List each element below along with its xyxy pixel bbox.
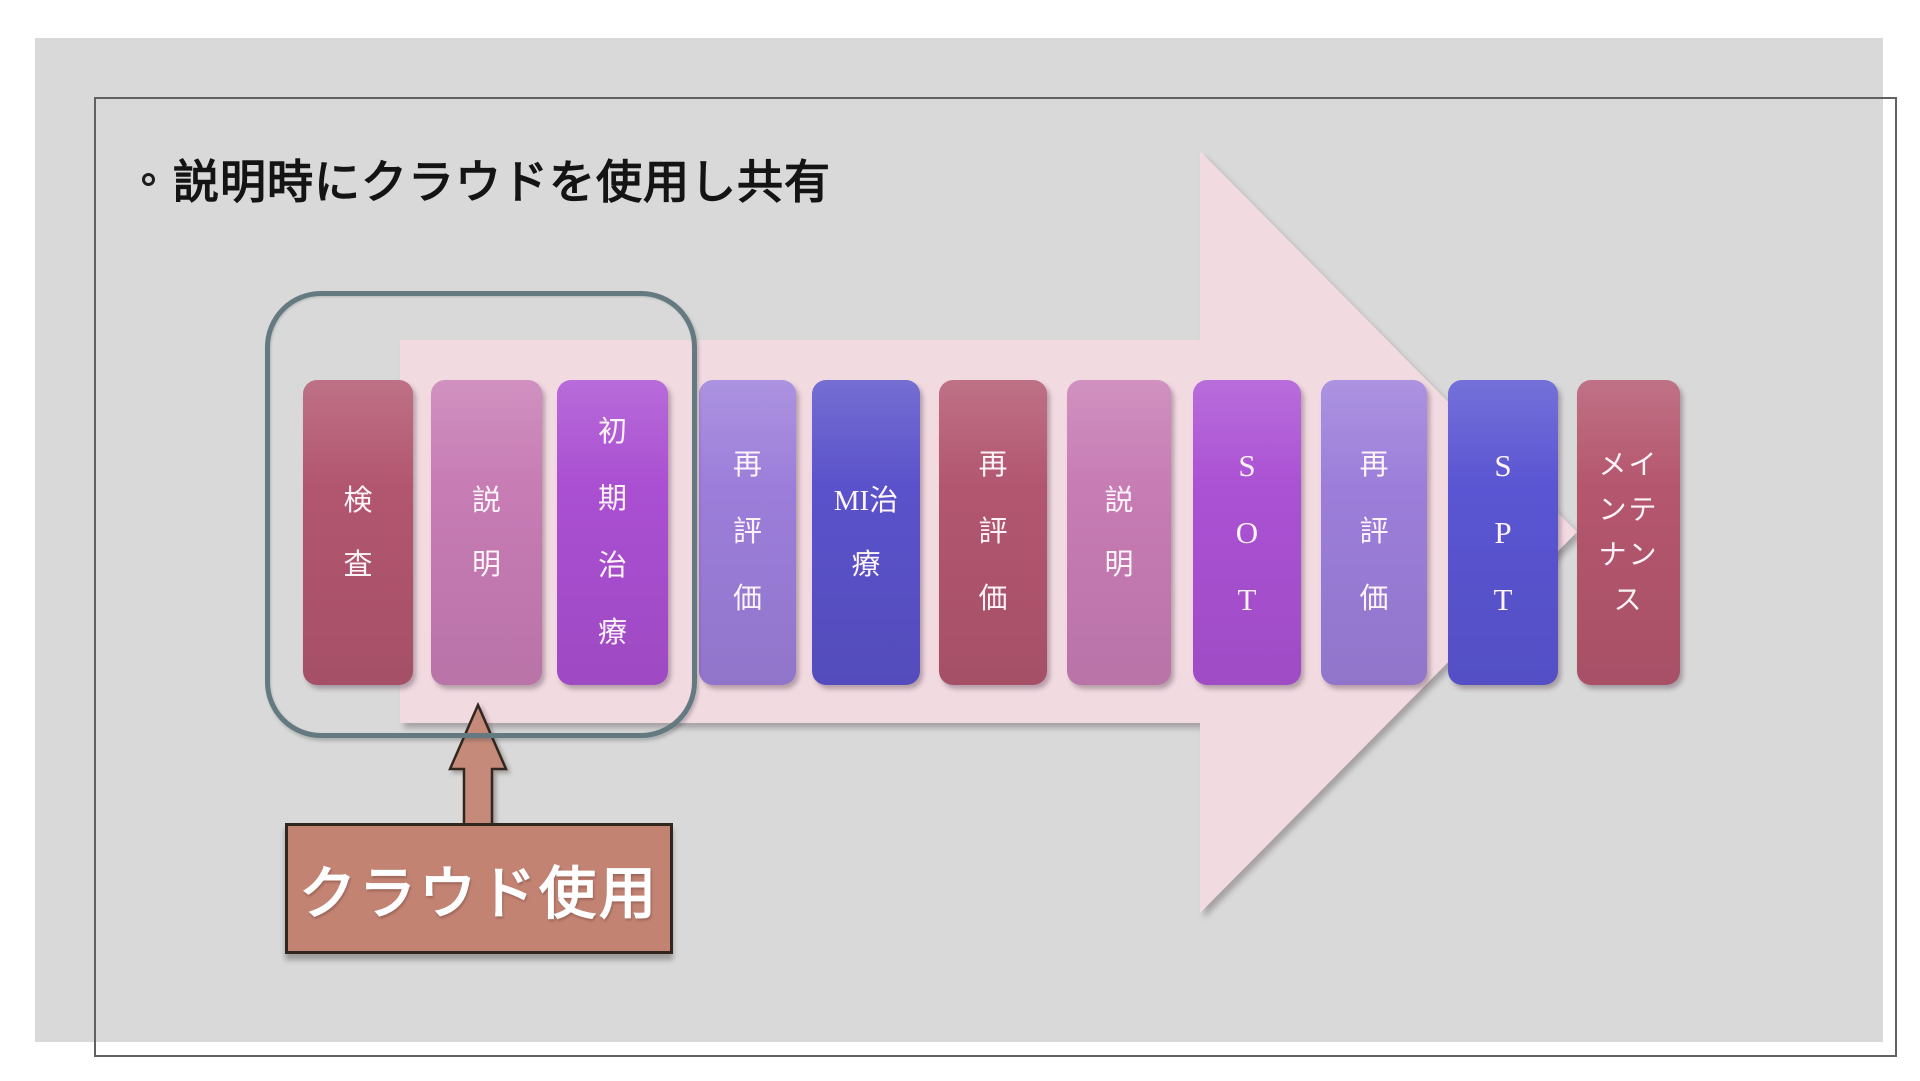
flow-step-label-line: 明: [1104, 548, 1134, 581]
bullet-circle-icon: [142, 172, 155, 186]
flow-step-label-line: 説: [1104, 484, 1134, 517]
flow-step-2: 説明: [431, 380, 542, 685]
flow-step-6: 再評価: [939, 380, 1047, 685]
flow-step-label-line: 説: [471, 484, 501, 517]
flow-step-label-line: ンテ: [1598, 494, 1659, 526]
flow-step-11: メインテナンス: [1577, 380, 1680, 685]
flow-step-5: MI治療: [812, 380, 920, 685]
flow-step-label-line: 検: [343, 484, 373, 517]
callout-box: クラウド使用: [285, 823, 673, 954]
callout-label: クラウド使用: [299, 861, 659, 926]
flow-step-label-line: P: [1494, 515, 1512, 550]
flow-step-label-line: 再: [978, 449, 1008, 481]
highlight-outline: [265, 291, 697, 738]
flow-step-label-line: 療: [851, 548, 881, 581]
flow-step-label-line: T: [1237, 582, 1257, 617]
flow-step-label-line: 期: [597, 482, 627, 515]
flow-step-7: 説明: [1067, 380, 1171, 685]
flow-step-9: 再評価: [1321, 380, 1427, 685]
flow-step-label-line: 評: [1359, 516, 1389, 548]
flow-step-label-line: 療: [597, 616, 627, 649]
flow-step-1: 検査: [303, 380, 413, 685]
flow-step-label-line: 価: [732, 583, 762, 615]
flow-step-3: 初期治療: [557, 380, 668, 685]
flow-step-label-line: O: [1235, 515, 1259, 550]
flow-step-label-line: 再: [732, 449, 762, 481]
flow-step-label-line: 評: [732, 516, 762, 548]
flow-step-label-line: 査: [343, 548, 373, 581]
flow-step-label-line: ス: [1613, 584, 1644, 616]
flow-step-label-line: 価: [978, 583, 1008, 615]
flow-step-label-line: 再: [1359, 449, 1389, 481]
flow-step-label-line: 価: [1359, 583, 1389, 615]
flow-step-label-line: 治: [597, 549, 627, 582]
flow-step-label-line: メイ: [1598, 449, 1659, 481]
flow-step-label-line: ナン: [1598, 539, 1659, 571]
slide-title-row: 説明時にクラウドを使用し共有: [142, 150, 831, 208]
flow-step-label-line: T: [1493, 582, 1513, 617]
flow-step-label-line: S: [1494, 448, 1512, 483]
flow-step-label-line: 評: [978, 516, 1008, 548]
flow-step-4: 再評価: [699, 380, 796, 685]
flow-step-label-line: MI治: [833, 484, 899, 517]
slide-title: 説明時にクラウドを使用し共有: [173, 156, 831, 208]
flow-step-label-line: 初: [597, 415, 627, 448]
flow-step-label-line: S: [1238, 448, 1256, 483]
flow-step-label-line: 明: [471, 548, 501, 581]
